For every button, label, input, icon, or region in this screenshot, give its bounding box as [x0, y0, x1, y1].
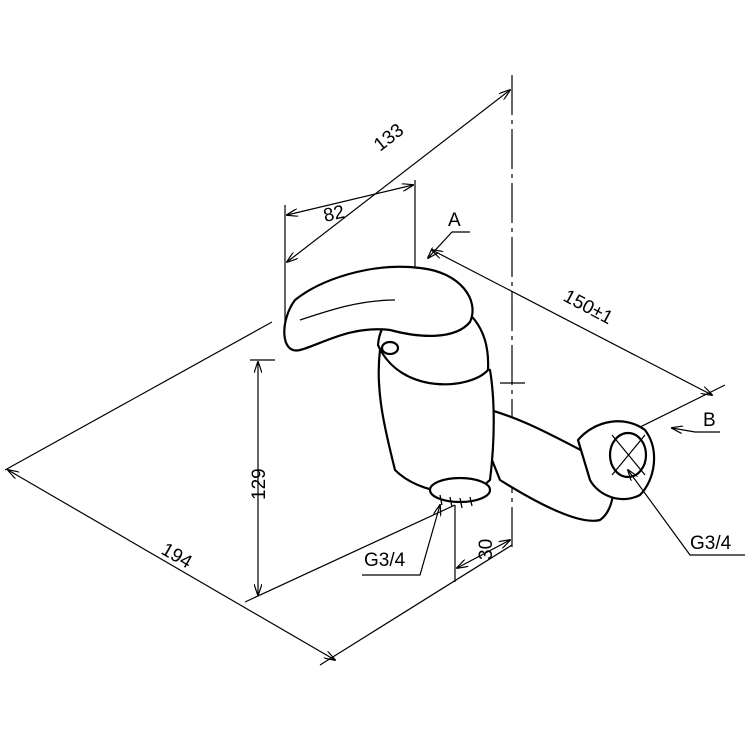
center-mark	[611, 434, 646, 476]
dim-30-label: 30	[476, 539, 497, 560]
callout-a-leader	[428, 231, 470, 258]
thread-left-label: G3/4	[364, 550, 406, 571]
callout-a-label: A	[448, 210, 461, 231]
dim-line-133	[287, 90, 510, 262]
extension-line	[4, 321, 273, 471]
dim-line-82	[287, 185, 413, 215]
dim-line-30	[457, 540, 510, 568]
dim-line-194	[8, 470, 335, 660]
dim-194-label: 194	[158, 539, 196, 573]
dim-133-label: 133	[370, 120, 408, 156]
faucet-body	[283, 265, 656, 522]
extension-line	[629, 384, 726, 433]
callout-b-label: B	[703, 410, 716, 431]
extension-line	[244, 504, 456, 603]
thread-left-leader	[362, 505, 440, 576]
dim-82-label: 82	[321, 202, 346, 227]
thread-right-label: G3/4	[690, 533, 732, 554]
callout-b-leader	[672, 428, 720, 432]
dim-129-label: 129	[249, 468, 270, 500]
thread-right-leader	[628, 470, 745, 556]
dim-line-150	[432, 250, 712, 395]
extension-line	[319, 544, 513, 666]
dim-150-label: 150±1	[560, 286, 616, 329]
